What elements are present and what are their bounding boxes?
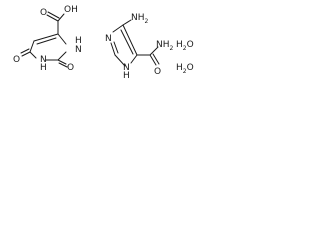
water-molecules: H2O H2O <box>176 40 194 75</box>
water-2-label: H2O <box>176 63 194 75</box>
bond-n3-c2 <box>110 42 116 56</box>
bond-carboxyl-double-o-2 <box>47 11 60 19</box>
bond-n3-c2-double <box>113 41 119 54</box>
bond-c5-c4-double <box>120 29 134 55</box>
n1-ring-label: N <box>123 63 130 73</box>
bond-c2-o-right-double <box>58 62 68 68</box>
bond-c6-n1 <box>57 33 67 45</box>
amino-nh2-label: NH2 <box>131 13 149 25</box>
n1-h-label: H <box>75 36 82 46</box>
bond-amide-o-double <box>152 53 160 65</box>
bond-c4-n3 <box>112 24 124 33</box>
n1-label: N <box>75 45 82 55</box>
bond-c2-o-right <box>57 59 67 65</box>
amide-nh2-label: NH2 <box>156 40 174 52</box>
bond-amide-o <box>149 54 157 66</box>
carboxyl-o-label: O <box>40 8 47 18</box>
amide-o-label: O <box>154 67 161 77</box>
aminoimidazole-carboxamide-molecule: NH2 N H N NH2 O <box>105 13 174 81</box>
bond-carboxyl-double-o <box>46 14 59 22</box>
bond-n1-c5 <box>130 54 138 64</box>
bond-c4-c5 <box>29 40 35 53</box>
bond-c5-c6-double <box>36 37 57 45</box>
o-left-label: O <box>13 55 20 65</box>
bond-c-nh2 <box>122 19 132 26</box>
o-right-label: O <box>67 63 74 73</box>
n3-ring-label: N <box>105 34 112 44</box>
orotic-acid-molecule: OH O H N H N O O <box>13 5 82 73</box>
bond-c4-o-left <box>21 51 31 57</box>
n3-label: N <box>40 55 47 65</box>
bond-c4-o-left-double <box>20 48 30 54</box>
carboxyl-oh-label: OH <box>64 5 78 15</box>
bond-n3-c4 <box>29 51 37 59</box>
n1-ring-h-label: H <box>123 71 130 81</box>
bond-c2-n1 <box>114 54 126 67</box>
bond-c5-c6 <box>33 33 59 42</box>
bond-n1-c2 <box>57 51 67 61</box>
bond-amide-nh2 <box>149 46 159 56</box>
bond-carboxyl-oh <box>57 13 65 22</box>
bond-c5-c4 <box>122 24 138 56</box>
chemical-structure-diagram: OH O H N H N O O NH2 N H <box>13 5 194 81</box>
water-1-label: H2O <box>176 40 194 52</box>
n3-h-label: H <box>40 63 47 73</box>
